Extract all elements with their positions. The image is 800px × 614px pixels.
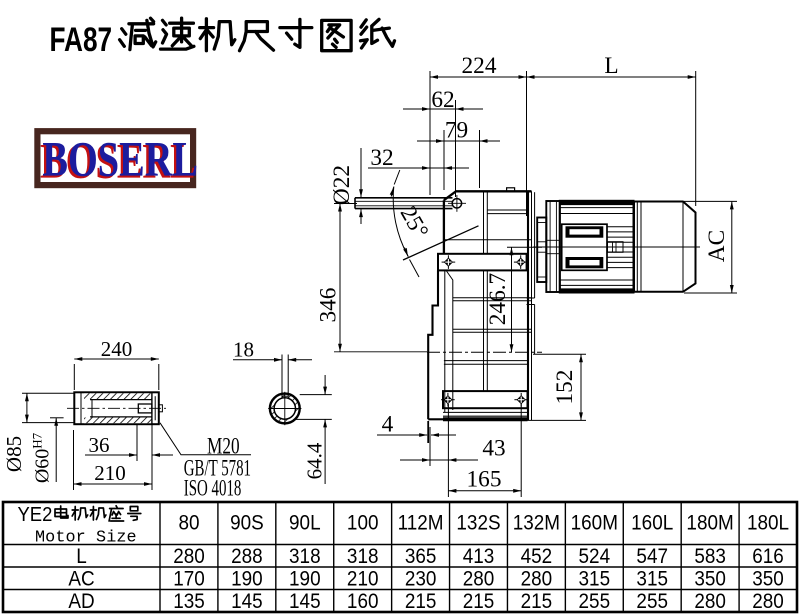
svg-text:160L: 160L [631, 511, 673, 534]
svg-text:318: 318 [289, 545, 321, 568]
svg-text:160: 160 [347, 590, 379, 613]
svg-text:315: 315 [636, 567, 668, 590]
svg-text:180L: 180L [747, 511, 789, 534]
svg-text:288: 288 [231, 545, 263, 568]
svg-text:AC: AC [68, 567, 94, 590]
svg-text:190: 190 [289, 567, 321, 590]
svg-text:318: 318 [347, 545, 379, 568]
svg-text:346: 346 [316, 288, 342, 323]
svg-text:80: 80 [178, 511, 199, 534]
svg-text:L: L [604, 53, 618, 79]
svg-text:280: 280 [463, 567, 495, 590]
svg-text:BOSERL: BOSERL [42, 131, 198, 187]
svg-text:32: 32 [370, 145, 393, 171]
svg-text:230: 230 [405, 567, 437, 590]
svg-text:350: 350 [694, 567, 726, 590]
svg-text:135: 135 [173, 590, 205, 613]
svg-text:90S: 90S [230, 511, 264, 534]
svg-text:280: 280 [752, 590, 784, 613]
svg-text:280: 280 [521, 567, 553, 590]
svg-text:240: 240 [101, 337, 133, 361]
svg-text:YE2: YE2 [18, 503, 53, 526]
svg-text:152: 152 [552, 370, 578, 405]
svg-text:350: 350 [752, 567, 784, 590]
svg-text:M20: M20 [207, 434, 240, 459]
svg-text:4: 4 [382, 412, 394, 438]
svg-text:280: 280 [694, 590, 726, 613]
svg-text:165: 165 [467, 467, 502, 493]
svg-text:79: 79 [445, 118, 468, 144]
svg-text:280: 280 [173, 545, 205, 568]
svg-text:145: 145 [231, 590, 263, 613]
svg-text:90L: 90L [289, 511, 321, 534]
svg-text:100: 100 [347, 511, 379, 534]
svg-text:224: 224 [462, 53, 497, 79]
svg-text:210: 210 [94, 461, 126, 485]
svg-text:547: 547 [636, 545, 668, 568]
svg-text:583: 583 [694, 545, 726, 568]
svg-text:215: 215 [463, 590, 495, 613]
svg-text:FA87: FA87 [50, 19, 113, 58]
svg-text:215: 215 [521, 590, 553, 613]
svg-text:AC: AC [704, 230, 730, 262]
svg-text:L: L [76, 545, 87, 568]
svg-text:Ø22: Ø22 [329, 165, 355, 205]
svg-text:246.7: 246.7 [485, 273, 511, 325]
svg-text:64.4: 64.4 [302, 442, 326, 479]
svg-text:180M: 180M [686, 511, 733, 534]
svg-text:170: 170 [173, 567, 205, 590]
svg-text:616: 616 [752, 545, 784, 568]
svg-text:36: 36 [89, 433, 110, 457]
svg-text:524: 524 [579, 545, 611, 568]
svg-text:112M: 112M [398, 511, 444, 534]
svg-text:365: 365 [405, 545, 437, 568]
svg-text:413: 413 [463, 545, 495, 568]
svg-text:AD: AD [68, 590, 94, 613]
svg-text:ISO 4018: ISO 4018 [184, 476, 242, 501]
svg-text:315: 315 [579, 567, 611, 590]
svg-text:210: 210 [347, 567, 379, 590]
svg-text:132S: 132S [456, 511, 500, 534]
svg-text:215: 215 [405, 590, 437, 613]
svg-text:43: 43 [482, 436, 505, 462]
svg-text:Ø85: Ø85 [2, 436, 26, 472]
svg-text:255: 255 [579, 590, 611, 613]
svg-text:145: 145 [289, 590, 321, 613]
svg-text:BOSERL: BOSERL [40, 133, 196, 189]
svg-text:GB/T 5781: GB/T 5781 [184, 456, 251, 481]
svg-text:62: 62 [431, 87, 454, 113]
svg-text:160M: 160M [571, 511, 618, 534]
svg-text:255: 255 [636, 590, 668, 613]
svg-text:18: 18 [233, 337, 254, 361]
svg-text:190: 190 [231, 567, 263, 590]
svg-text:452: 452 [521, 545, 553, 568]
svg-text:132M: 132M [513, 511, 560, 534]
svg-text:Motor Size: Motor Size [35, 529, 137, 548]
